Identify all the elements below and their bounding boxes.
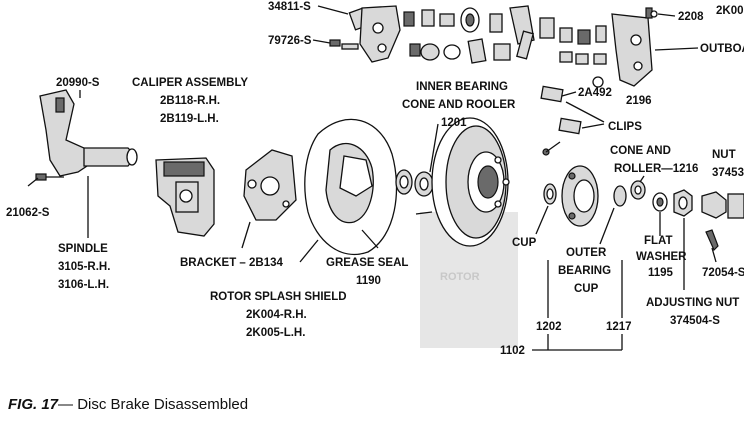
label-2208: 2208 (678, 11, 704, 23)
label-34811: 34811-S (268, 1, 311, 13)
splash-shield-part (304, 118, 398, 256)
leader-inner-bearing (429, 123, 439, 173)
cotter-pin-part (705, 229, 719, 252)
label-adjusting-nut: ADJUSTING NUT (646, 297, 739, 309)
leader-outboard (654, 47, 699, 51)
figure-caption: FIG. 17— Disc Brake Disassembled (8, 396, 248, 413)
inner-bearing-part (414, 171, 434, 197)
figure-title: — Disc Brake Disassembled (58, 396, 249, 413)
label-clips: CLIPS (608, 121, 642, 133)
label-caliper-title: CALIPER ASSEMBLY (132, 77, 248, 89)
label-1217: 1217 (606, 321, 632, 333)
label-1202: 1202 (536, 321, 562, 333)
grease-seal-part (395, 169, 413, 195)
label-spindle-rh: 3105-R.H. (58, 261, 110, 273)
label-grease-seal: GREASE SEAL (326, 257, 408, 269)
top-hardware-cluster (329, 5, 658, 87)
nut-lock-part (701, 191, 744, 219)
label-72054: 72054-S (702, 267, 744, 279)
flat-washer-part (652, 192, 668, 212)
label-splash-lh: 2K005-L.H. (246, 327, 305, 339)
label-flat-washer-num: 1195 (648, 267, 674, 279)
leader-79726 (312, 39, 331, 44)
label-outer-cup-2: BEARING (558, 265, 611, 277)
leader-2208 (657, 13, 676, 17)
leader-bracket (241, 221, 251, 249)
clips-hardware (540, 76, 604, 156)
label-caliper-lh: 2B119-L.H. (160, 113, 219, 125)
figure-number: FIG. 17 (8, 396, 59, 413)
leader-cup (535, 205, 549, 235)
label-outer-cup-3: CUP (574, 283, 599, 295)
label-grease-seal-num: 1190 (356, 275, 381, 287)
outer-cup-part (613, 185, 627, 207)
label-21062: 21062-S (6, 207, 50, 219)
label-2k00: 2K00 (716, 5, 744, 17)
leader-34811 (317, 5, 349, 15)
label-20990: 20990-S (56, 77, 100, 89)
hub-part (561, 165, 599, 227)
label-caliper-rh: 2B118-R.H. (160, 95, 220, 107)
leader-72054 (711, 247, 717, 263)
label-splash-title: ROTOR SPLASH SHIELD (210, 291, 347, 303)
label-1102: 1102 (500, 345, 525, 357)
label-2196: 2196 (626, 95, 652, 107)
label-cone-roller-2: ROLLER—1216 (614, 163, 698, 175)
label-outer-cup-1: OUTER (566, 247, 607, 259)
label-inner-bearing-1: INNER BEARING (416, 81, 508, 93)
label-flat-washer-2: WASHER (636, 251, 687, 263)
label-cup: CUP (512, 237, 537, 249)
leader-splash (299, 239, 319, 263)
label-bracket: BRACKET – 2B134 (180, 257, 283, 269)
label-cone-roller-1: CONE AND (610, 145, 671, 157)
label-spindle: SPINDLE (58, 243, 108, 255)
label-splash-rh: 2K004-R.H. (246, 309, 307, 321)
leader-2a492 (561, 91, 577, 97)
label-2a492: 2A492 (578, 87, 612, 99)
label-adjusting-nut-num: 374504-S (670, 315, 720, 327)
label-inner-bearing-2: CONE AND ROOLER (402, 99, 516, 111)
label-flat-washer-1: FLAT (644, 235, 673, 247)
leader-cone-roller (639, 175, 645, 183)
label-spindle-lh: 3106-L.H. (58, 279, 109, 291)
bracket-part (243, 149, 297, 221)
label-nut-1: NUT (712, 149, 736, 161)
leader-outer-cup (599, 207, 615, 245)
inner-cup-part (543, 183, 557, 205)
cone-roller-part (630, 180, 646, 200)
leader-clips-b (581, 123, 605, 129)
rotor-part (415, 117, 518, 348)
label-nut-2: 37453 (712, 167, 744, 179)
label-outboard: OUTBOA (700, 43, 744, 55)
label-inner-bearing-num: 1201 (441, 117, 467, 129)
leader-21062 (27, 177, 39, 187)
label-79726: 79726-S (268, 35, 312, 47)
caliper-part (155, 157, 215, 237)
leader-clips-a (565, 101, 605, 123)
spindle-part (35, 89, 138, 181)
adjusting-nut-part (673, 189, 693, 217)
label-rotor: ROTOR (440, 271, 480, 283)
leader-grease (361, 229, 379, 249)
